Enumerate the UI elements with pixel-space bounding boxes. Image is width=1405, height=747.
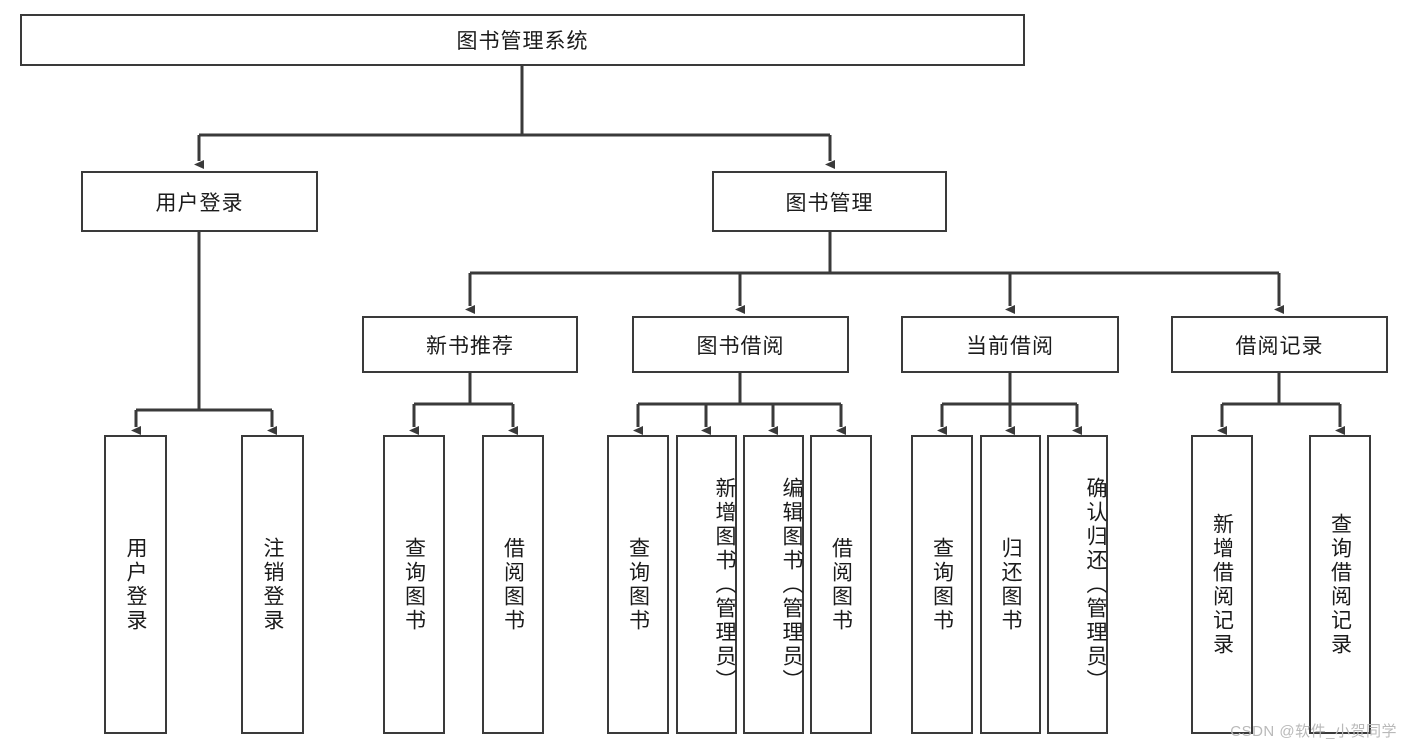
leaf-new-book-borrow-book[interactable]: 借阅图书 [482,435,544,734]
node-label: 编辑图书（管理员） [780,476,803,693]
leaf-current-borrow-return-book[interactable]: 归还图书 [980,435,1041,734]
leaf-book-borrow-query-book[interactable]: 查询图书 [607,435,669,734]
node-label: 查询图书 [626,536,650,633]
node-user-login[interactable]: 用户登录 [81,171,318,232]
node-label: 新增图书（管理员） [713,476,736,693]
node-label: 新书推荐 [426,334,514,358]
node-label: 查询图书 [930,536,954,633]
leaf-user-login-logout[interactable]: 注销登录 [241,435,304,734]
node-label: 新增借阅记录 [1210,512,1234,657]
node-borrow-record[interactable]: 借阅记录 [1171,316,1388,373]
leaf-borrow-record-add-record[interactable]: 新增借阅记录 [1191,435,1253,734]
node-label: 图书管理 [785,191,874,215]
node-label: 借阅图书 [829,536,853,633]
node-current-borrow[interactable]: 当前借阅 [901,316,1119,373]
node-label: 当前借阅 [966,334,1054,358]
node-root-book-management-system[interactable]: 图书管理系统 [20,14,1025,66]
node-label: 注销登录 [261,536,284,633]
leaf-book-borrow-edit-book-admin[interactable]: 编辑图书（管理员） [743,435,804,734]
leaf-current-borrow-confirm-return-admin[interactable]: 确认归还（管理员） [1047,435,1108,734]
node-book-management[interactable]: 图书管理 [712,171,947,232]
csdn-watermark: CSDN @软件_小贺同学 [1230,723,1397,740]
leaf-user-login-login[interactable]: 用户登录 [104,435,167,734]
node-label: 查询借阅记录 [1328,512,1352,657]
node-label: 用户登录 [155,191,244,215]
node-label: 查询图书 [402,536,426,633]
leaf-new-book-query-book[interactable]: 查询图书 [383,435,445,734]
node-label: 归还图书 [999,536,1022,633]
node-book-borrow[interactable]: 图书借阅 [632,316,849,373]
node-label: 用户登录 [124,536,147,633]
leaf-borrow-record-query-record[interactable]: 查询借阅记录 [1309,435,1371,734]
node-label: 借阅图书 [501,536,525,633]
node-label: 借阅记录 [1235,334,1324,358]
node-label: 图书管理系统 [456,30,589,53]
leaf-current-borrow-query-book[interactable]: 查询图书 [911,435,973,734]
leaf-book-borrow-add-book-admin[interactable]: 新增图书（管理员） [676,435,737,734]
node-label: 图书借阅 [696,334,785,358]
leaf-book-borrow-borrow-book[interactable]: 借阅图书 [810,435,872,734]
node-new-book-recommend[interactable]: 新书推荐 [362,316,578,373]
node-label: 确认归还（管理员） [1084,476,1107,693]
